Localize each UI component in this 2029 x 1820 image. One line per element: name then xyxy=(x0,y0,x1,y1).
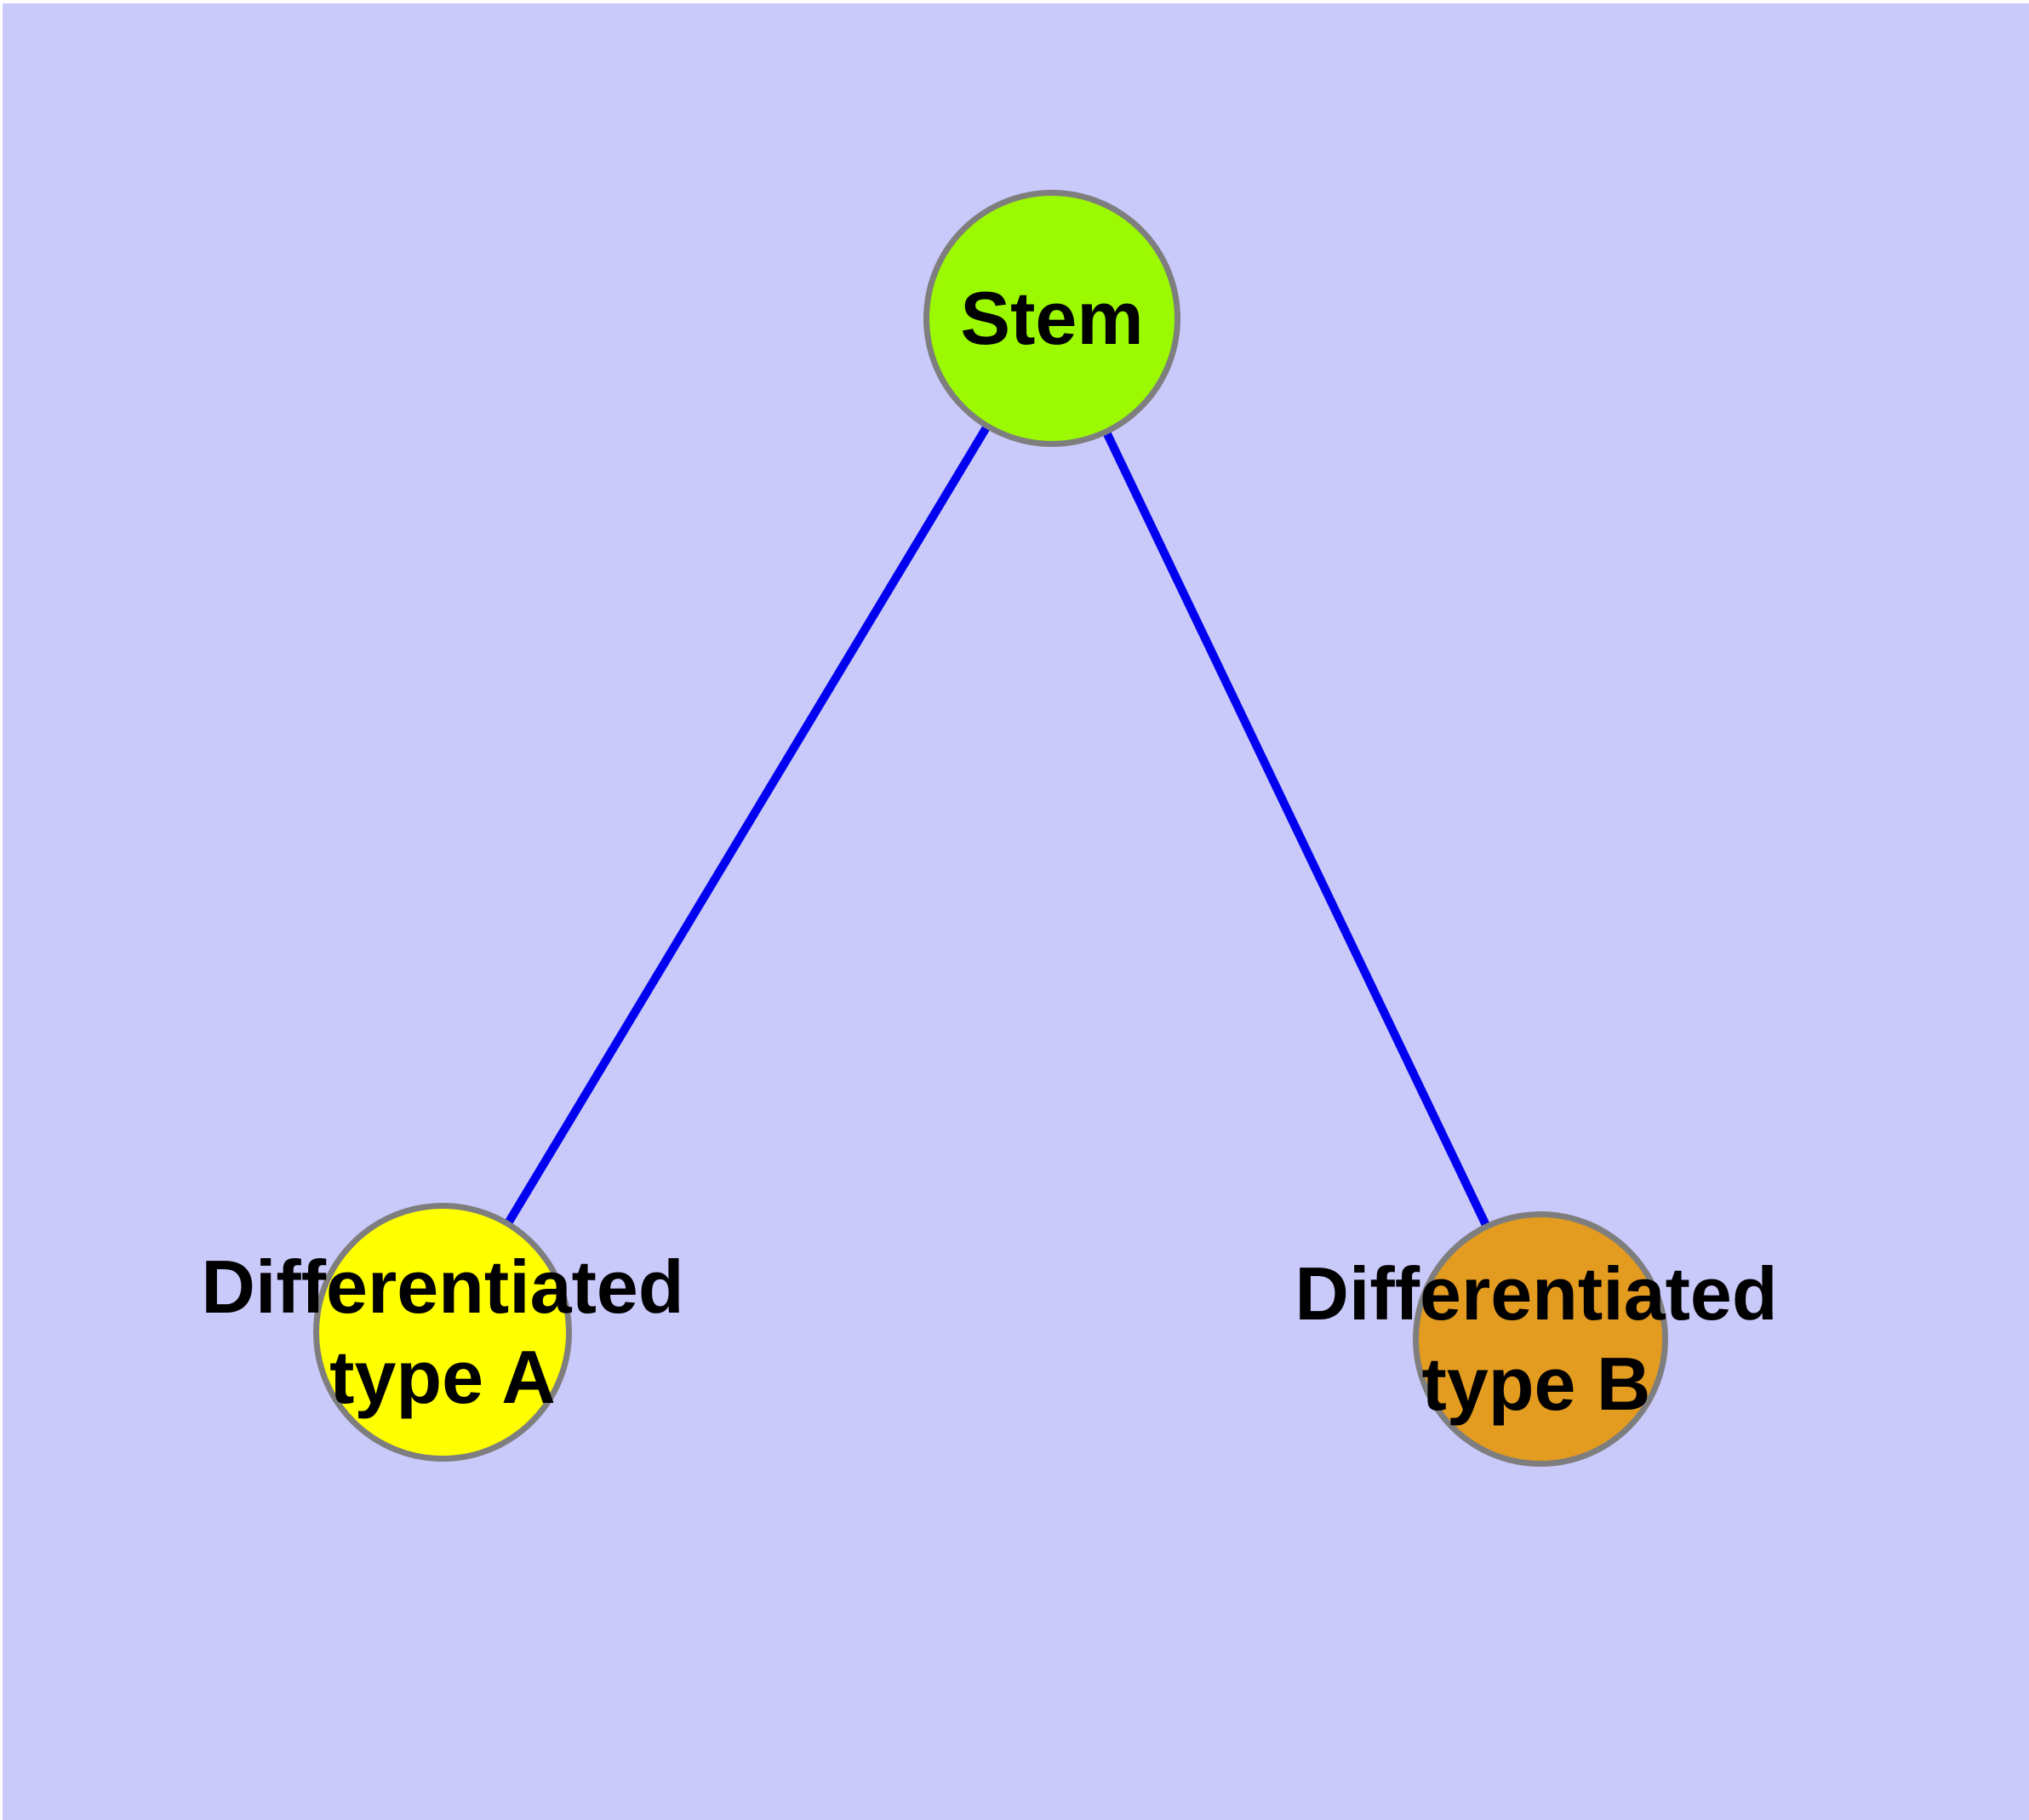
node-stem xyxy=(923,190,1180,447)
node-differentiated-type-a xyxy=(313,1203,572,1462)
edge-stem-to-type-a xyxy=(438,316,1056,1335)
node-label-differentiated-type-a: Differentiated type A xyxy=(201,1245,684,1419)
plot-margin-left xyxy=(0,0,3,1820)
edge-stem-to-type-b xyxy=(1048,316,1545,1342)
plot-margin-top xyxy=(0,0,2029,3)
node-label-stem: Stem xyxy=(960,276,1144,360)
node-differentiated-type-b xyxy=(1413,1211,1668,1467)
node-label-differentiated-type-b: Differentiated type B xyxy=(1295,1251,1778,1426)
